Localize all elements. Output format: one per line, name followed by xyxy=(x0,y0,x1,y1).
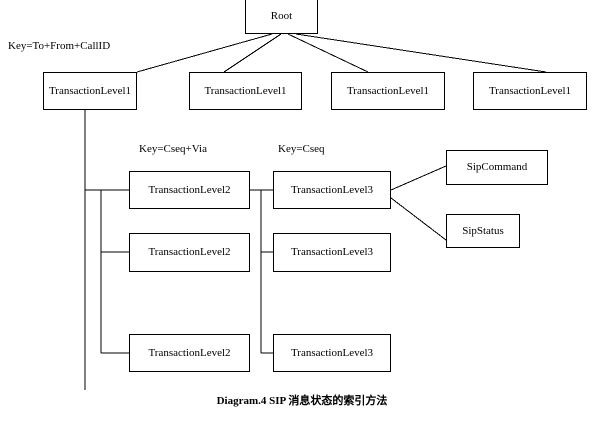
node-transaction-level3-3[interactable]: TransactionLevel3 xyxy=(273,334,391,372)
node-root-label: Root xyxy=(270,9,293,22)
node-transaction-level1-3[interactable]: TransactionLevel1 xyxy=(331,72,445,110)
node-sip-command[interactable]: SipCommand xyxy=(446,150,548,185)
node-transaction-level1-1-label: TransactionLevel1 xyxy=(48,84,132,97)
node-transaction-level3-2-label: TransactionLevel3 xyxy=(290,246,374,258)
node-transaction-level1-3-label: TransactionLevel1 xyxy=(346,84,430,97)
key-label-level1: Key=To+From+CallID xyxy=(8,40,111,52)
node-transaction-level2-1-label: TransactionLevel2 xyxy=(148,183,231,196)
diagram-caption: Diagram.4 SIP 消息状态的索引方法 xyxy=(216,395,388,407)
node-sip-status-label: SipStatus xyxy=(462,224,504,237)
node-transaction-level2-1[interactable]: TransactionLevel2 xyxy=(129,171,250,209)
node-sip-command-label: SipCommand xyxy=(466,161,528,173)
node-transaction-level1-4-label: TransactionLevel1 xyxy=(488,84,572,97)
node-transaction-level1-4[interactable]: TransactionLevel1 xyxy=(473,72,587,110)
node-transaction-level3-3-label: TransactionLevel3 xyxy=(290,346,374,359)
node-transaction-level3-1-label: TransactionLevel3 xyxy=(290,183,374,196)
node-transaction-level1-1[interactable]: TransactionLevel1 xyxy=(43,72,137,110)
key-label-level3: Key=Cseq xyxy=(278,143,325,155)
edge-root-to-level1-3 xyxy=(287,33,369,73)
node-transaction-level2-3[interactable]: TransactionLevel2 xyxy=(129,334,250,372)
edge-root-to-level1-4 xyxy=(295,33,547,73)
node-transaction-level2-3-label: TransactionLevel2 xyxy=(148,346,231,359)
node-transaction-level3-1[interactable]: TransactionLevel3 xyxy=(273,171,391,209)
node-sip-status[interactable]: SipStatus xyxy=(446,214,520,248)
node-transaction-level2-2-label: TransactionLevel2 xyxy=(148,246,231,258)
edge-level3-to-sipstatus xyxy=(390,197,447,241)
node-transaction-level2-2[interactable]: TransactionLevel2 xyxy=(129,233,250,272)
node-transaction-level1-2[interactable]: TransactionLevel1 xyxy=(189,72,302,110)
edge-root-to-level1-2 xyxy=(223,33,282,73)
node-transaction-level3-2[interactable]: TransactionLevel3 xyxy=(273,233,391,272)
key-label-level2: Key=Cseq+Via xyxy=(139,143,207,155)
node-root[interactable]: Root xyxy=(245,0,318,34)
edge-level3-to-sipcommand xyxy=(390,165,447,191)
edge-root-to-level1-1 xyxy=(136,33,273,73)
node-transaction-level1-2-label: TransactionLevel1 xyxy=(204,84,287,97)
